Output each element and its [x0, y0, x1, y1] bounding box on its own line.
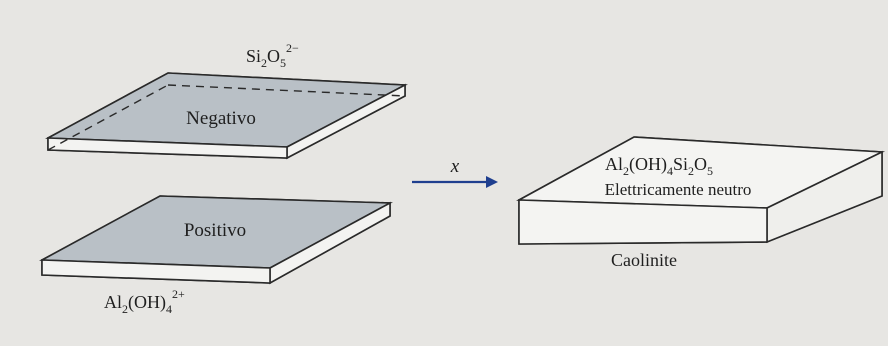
- top-sheet-charge-label: Negativo: [186, 108, 256, 129]
- top-sheet-front-side: [47, 137, 288, 159]
- hidden-edge-left: [47, 84, 169, 151]
- top-sheet: Negativo Si2O52−: [45, 41, 408, 160]
- product-sheet-formula: Al2(OH)4Si2O5: [605, 154, 713, 178]
- product-sheet-description: Elettricamente neutro: [605, 180, 752, 199]
- product-sheet: Al2(OH)4Si2O5 Elettricamente neutro: [516, 136, 886, 245]
- bottom-sheet-front-side: [41, 259, 271, 284]
- product-name-label: Caolinite: [611, 250, 677, 270]
- arrow-head: [486, 176, 498, 188]
- product-sheet-front-side: [518, 199, 768, 245]
- arrow-label: x: [450, 156, 460, 177]
- reaction-arrow: x: [412, 156, 498, 188]
- top-sheet-formula: Si2O52−: [246, 41, 299, 70]
- bottom-sheet: Positivo Al2(OH)42+: [39, 195, 393, 316]
- bottom-sheet-charge-label: Positivo: [184, 220, 246, 241]
- hidden-edge-back: [167, 84, 406, 97]
- bottom-sheet-formula: Al2(OH)42+: [104, 287, 185, 316]
